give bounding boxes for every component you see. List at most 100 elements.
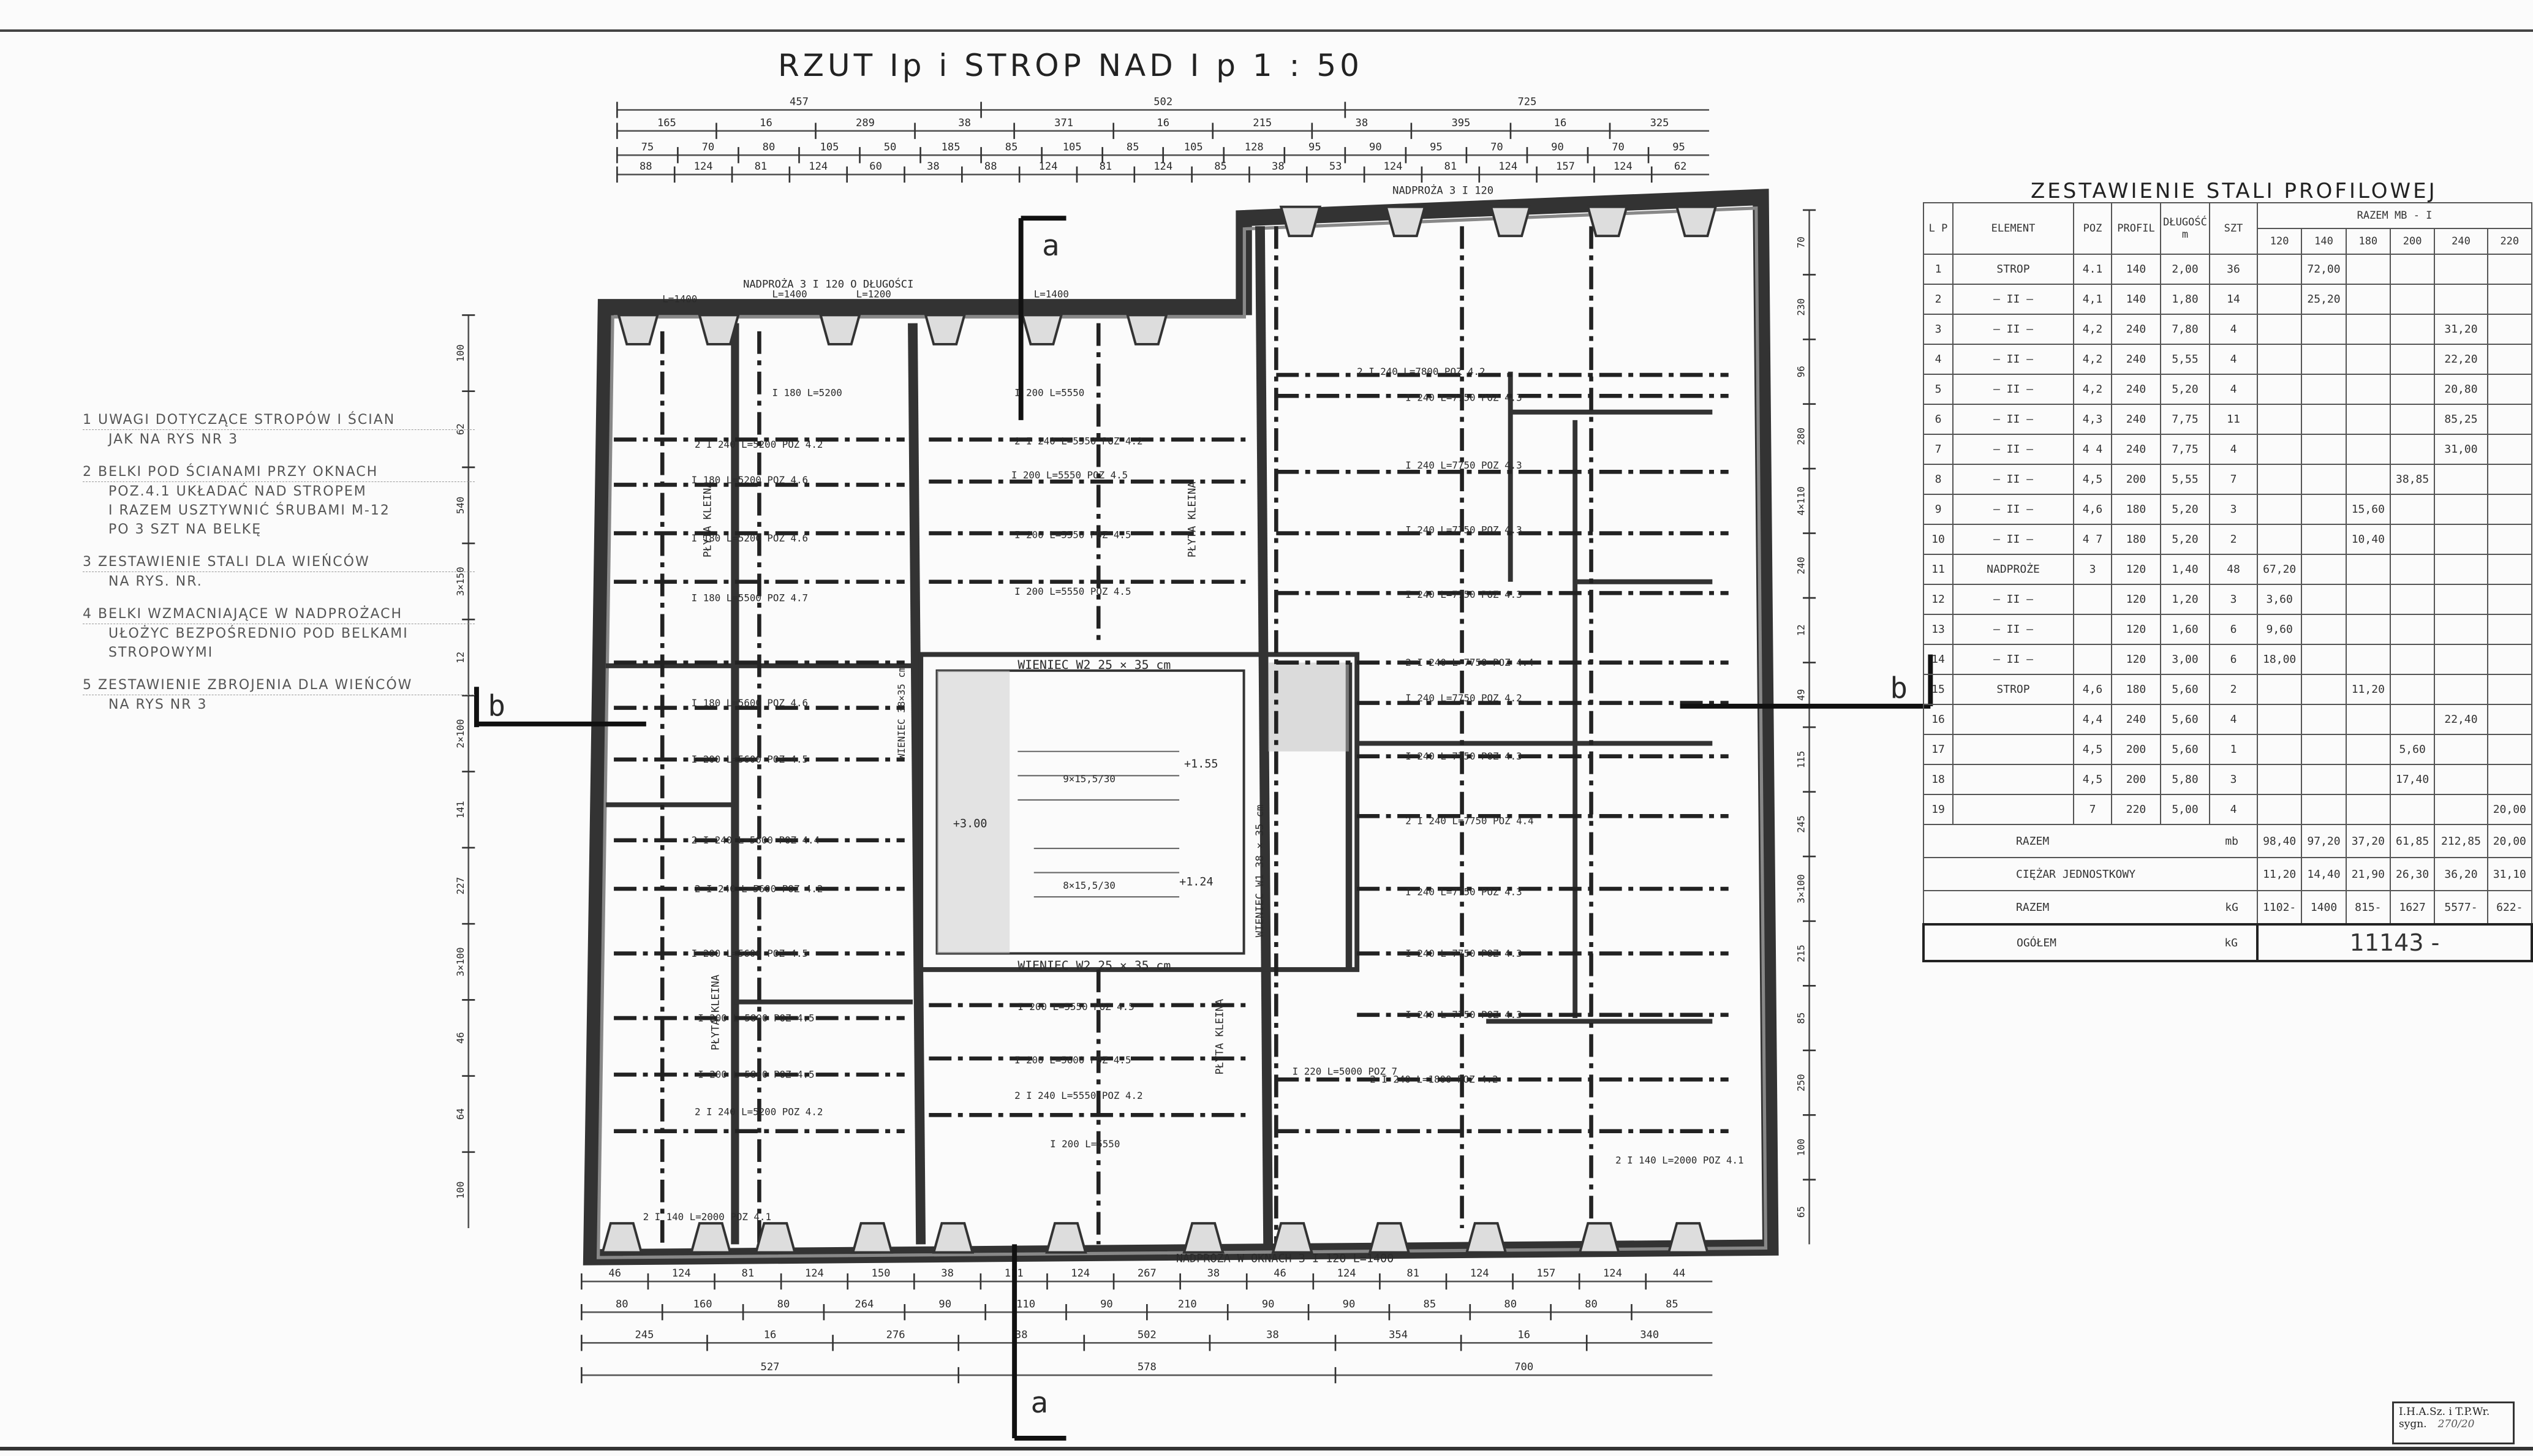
drawing-title: RZUT Ip i STROP NAD I p 1 : 50 — [778, 48, 1363, 83]
cell-szt: 2 — [2209, 674, 2258, 705]
col-profile-200: 200 — [2389, 228, 2436, 255]
window-pier — [1384, 205, 1427, 238]
building-walls — [583, 189, 1779, 1266]
cell-dl: 5,60 — [2160, 674, 2210, 705]
dimension-value: 124 — [1498, 160, 1517, 173]
dimension-value: 62 — [455, 423, 466, 435]
dimension-value: 245 — [1795, 815, 1807, 833]
col-profile-220: 220 — [2486, 228, 2533, 255]
cell-value: 67,20 — [2256, 554, 2303, 585]
cell-dl: 2,00 — [2160, 254, 2210, 285]
dimension-value: 65 — [1795, 1206, 1807, 1218]
dimension-value: 12 — [455, 652, 466, 663]
cell-dl: 1,60 — [2160, 614, 2210, 645]
dimension-value: 95 — [1308, 141, 1321, 153]
window-pier — [1021, 314, 1063, 345]
cell-szt: 6 — [2209, 644, 2258, 675]
dimension-value: 46 — [1274, 1267, 1286, 1280]
dimension-value: 38 — [1207, 1267, 1220, 1280]
cell-value — [2301, 644, 2347, 675]
cell-value — [2389, 494, 2436, 525]
beam-label: 2 I 240 L=5200 POZ 4.2 — [695, 439, 823, 450]
cell-value — [2486, 374, 2533, 405]
summary-value: 1400 — [2301, 890, 2347, 925]
cell-element: — II — — [1952, 434, 2074, 465]
cell-poz: 4,4 — [2073, 704, 2112, 735]
cell-poz: 4,6 — [2073, 494, 2112, 525]
cell-value: 22,40 — [2434, 704, 2488, 735]
dimension-value: 100 — [455, 1182, 466, 1199]
cell-value — [2301, 734, 2347, 765]
steel-schedule-table: L P ELEMENT POZ PROFIL DŁUGOŚĆ m SZT RAZ… — [1922, 202, 2533, 962]
cell-value — [2434, 764, 2488, 795]
dimension-value: 50 — [884, 141, 897, 153]
cell-profil: 200 — [2111, 464, 2161, 495]
cell-dl: 5,60 — [2160, 704, 2210, 735]
window-pier — [1675, 205, 1718, 238]
cell-element: — II — — [1952, 464, 2074, 495]
dimension-value: 81 — [1406, 1267, 1419, 1280]
cell-element — [1952, 704, 2074, 735]
dimension-value: 16 — [764, 1329, 777, 1341]
dimension-value: 124 — [1384, 160, 1403, 173]
dimension-value: 81 — [1444, 160, 1457, 173]
summary-label: CIĘŻAR JEDNOSTKOWY — [2016, 867, 2136, 881]
cell-value — [2301, 344, 2347, 375]
cell-value — [2345, 704, 2391, 735]
cell-value — [2389, 254, 2436, 285]
dimension-value: 700 — [1514, 1361, 1533, 1373]
cell-szt: 36 — [2209, 254, 2258, 285]
dimension-value: 53 — [1329, 160, 1342, 173]
summary-value: 5577- — [2434, 890, 2488, 925]
dimension-value: 245 — [635, 1329, 654, 1341]
cell-value: 5,60 — [2389, 734, 2436, 765]
dimension-value: 502 — [1153, 96, 1172, 108]
cell-lp: 8 — [1923, 464, 1954, 495]
cell-value — [2434, 734, 2488, 765]
cell-value — [2389, 584, 2436, 615]
beam-label: I 180 L=5200 — [772, 387, 842, 398]
summary-unit: kG — [2225, 900, 2238, 914]
note-line: UŁOŻYC BEZPOŚREDNIO POD BELKAMI — [108, 626, 409, 641]
cell-element: — II — — [1952, 584, 2074, 615]
beam-label: I 180 L=5200 POZ 4.6 — [692, 474, 808, 486]
dimension-value: 85 — [1424, 1298, 1436, 1310]
cell-value — [2486, 314, 2533, 345]
note-line: 3 ZESTAWIENIE STALI DLA WIEŃCÓW — [83, 553, 475, 572]
dimension-value: 38 — [941, 1267, 954, 1280]
window-pier — [1182, 1222, 1225, 1254]
cell-value — [2389, 704, 2436, 735]
col-razem: RAZEM MB - I — [2257, 202, 2532, 229]
cell-value — [2345, 284, 2391, 315]
cell-value: 15,60 — [2345, 494, 2391, 525]
window-pier — [601, 1222, 643, 1254]
cell-lp: 3 — [1923, 314, 1954, 345]
cell-value — [2389, 284, 2436, 315]
cell-value — [2345, 344, 2391, 375]
lintel-label: NADPROŻA 3 I 120 O DŁUGOŚCI — [743, 277, 913, 291]
beam-label: I 240 L=7750 POZ 4.3 — [1405, 750, 1522, 762]
cell-value — [2486, 254, 2533, 285]
ring-beam-label: WIENIEC 38×35 cm — [896, 666, 907, 760]
cell-dl: 5,80 — [2160, 764, 2210, 795]
cell-szt: 3 — [2209, 764, 2258, 795]
cell-element — [1952, 764, 2074, 795]
beam-label: 2 I 240 L=7750 POZ 4.4 — [1405, 657, 1533, 668]
window-pier — [819, 314, 861, 345]
cell-szt: 48 — [2209, 554, 2258, 585]
dimension-value: 157 — [1536, 1267, 1555, 1280]
dimension-value: 3×100 — [455, 947, 466, 976]
cell-value — [2345, 734, 2391, 765]
cell-poz: 7 — [2073, 794, 2112, 825]
svg-text:a: a — [1030, 1386, 1048, 1420]
cell-value — [2345, 254, 2391, 285]
